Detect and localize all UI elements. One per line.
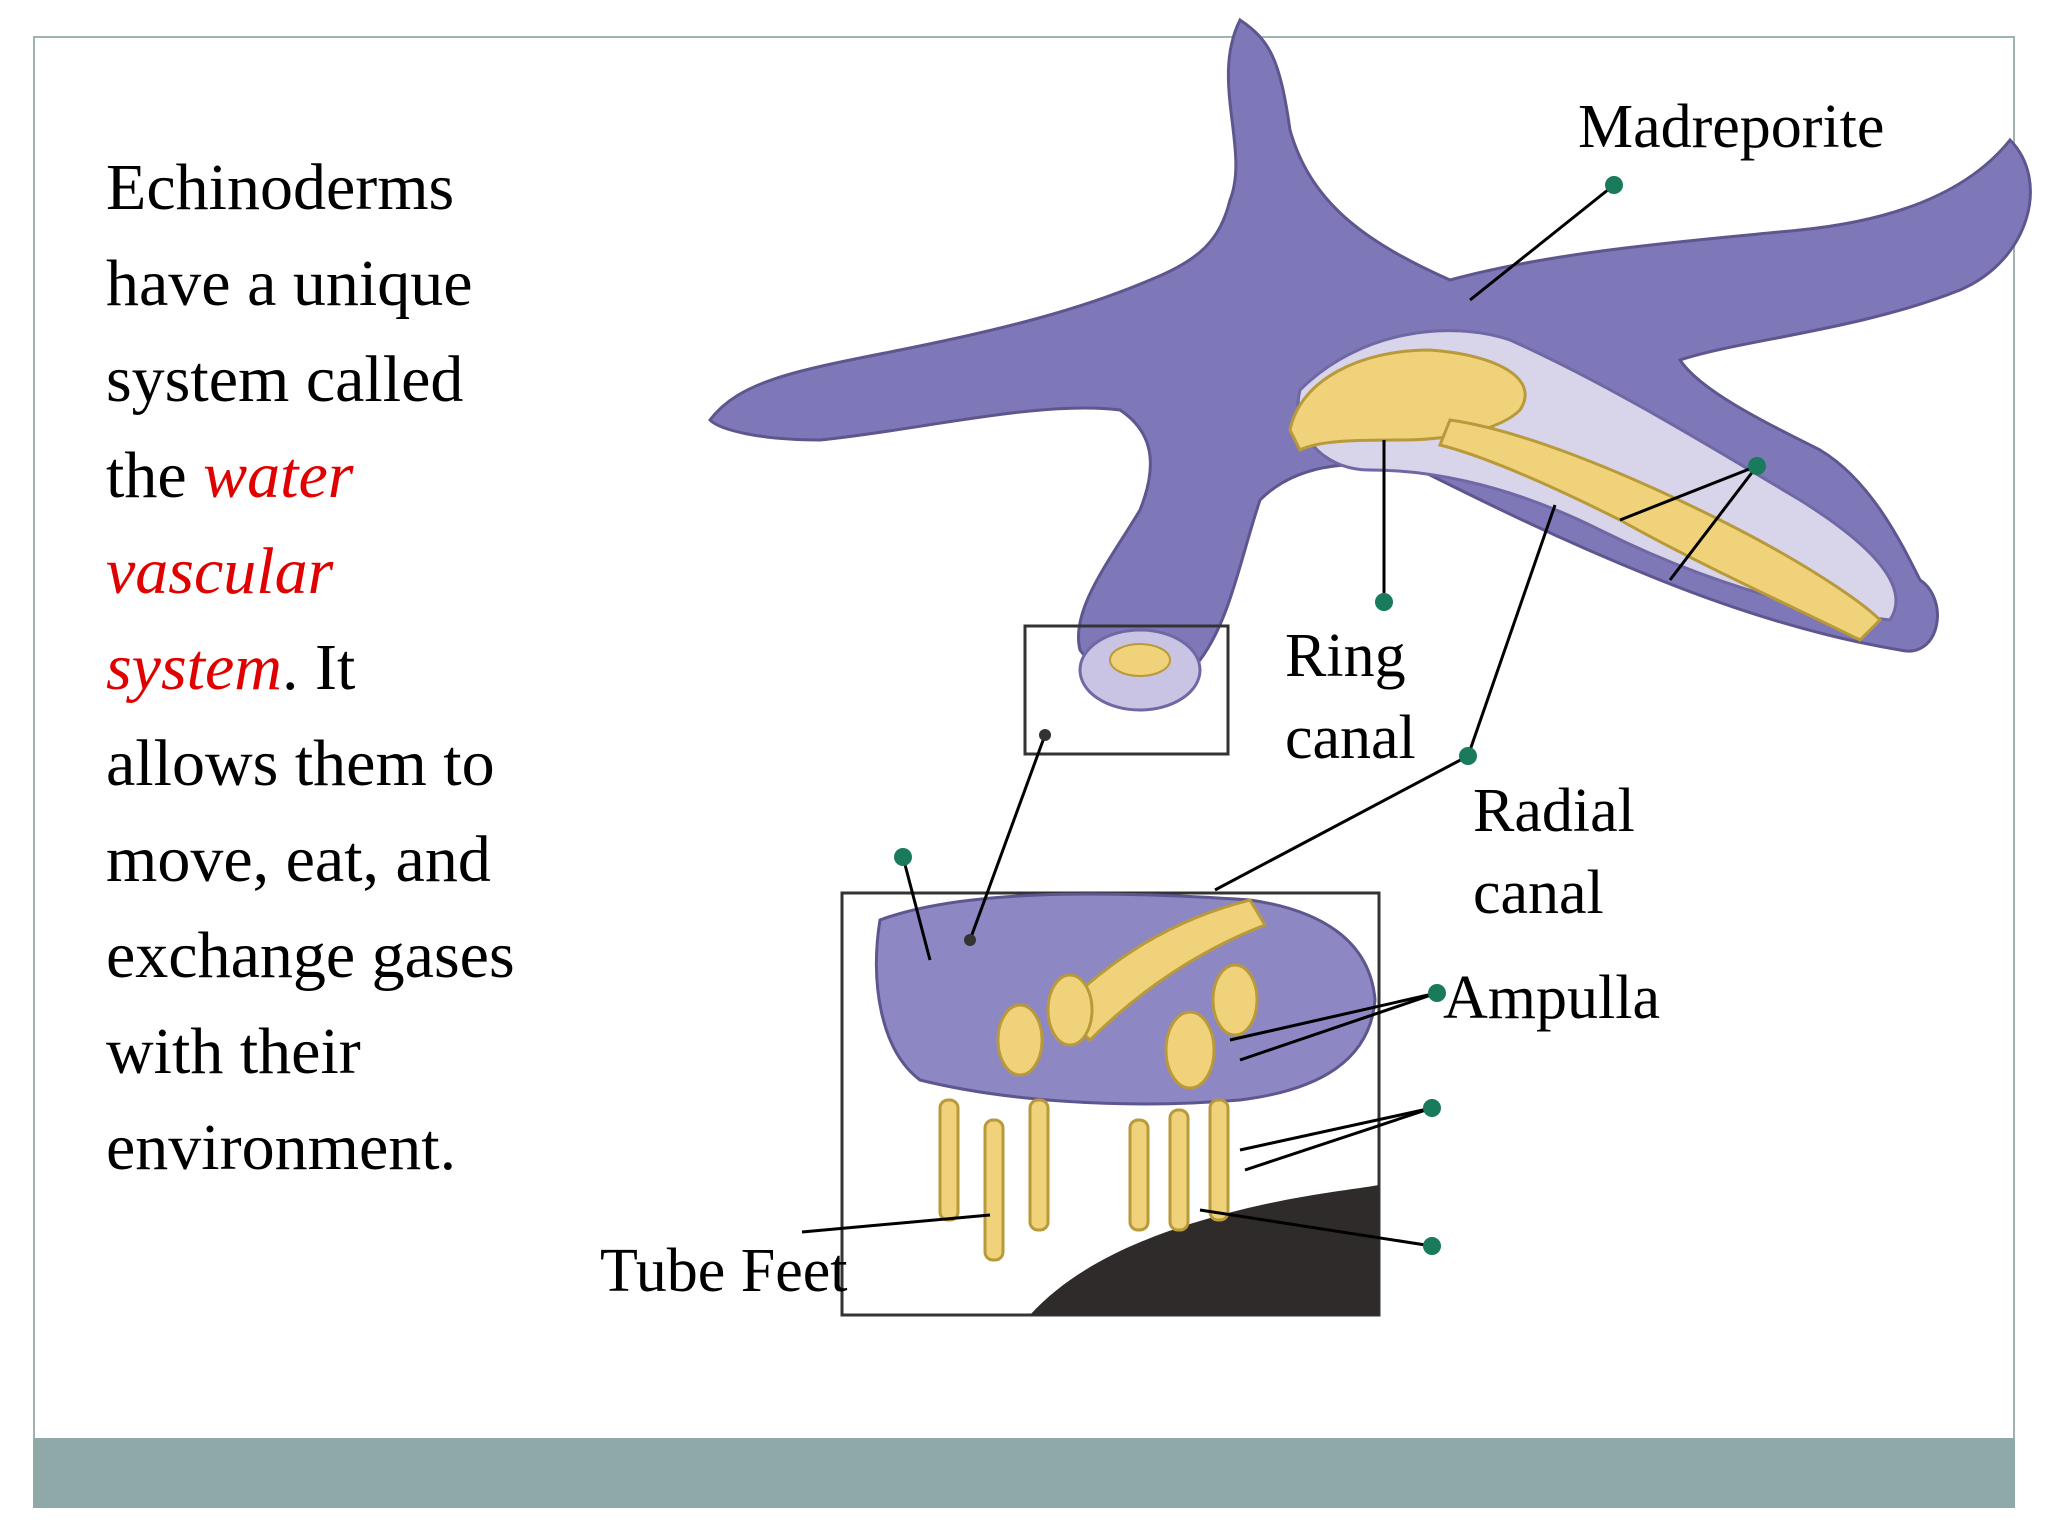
tube-feet-pointer bbox=[801, 1213, 991, 1234]
label-ampulla: Ampulla bbox=[1443, 964, 1660, 1032]
body-line: system. It bbox=[106, 620, 626, 716]
tube-feet-pointer-upper-b bbox=[1244, 1106, 1433, 1172]
pin bbox=[1605, 176, 1623, 194]
connector-dot bbox=[964, 934, 976, 946]
tube-feet-pointer-upper-a bbox=[1239, 1106, 1433, 1152]
body-line: move, eat, and bbox=[106, 823, 491, 896]
tube-foot bbox=[1028, 1098, 1050, 1232]
radial-canal-shape bbox=[1437, 418, 1883, 642]
pin bbox=[894, 848, 912, 866]
emphasis-text: water bbox=[203, 439, 354, 512]
rock-pointer bbox=[1199, 1208, 1433, 1248]
body-line: with their bbox=[106, 1015, 361, 1088]
emphasis-text: system bbox=[106, 631, 282, 704]
radial-canal-pointer-lower bbox=[1214, 754, 1469, 892]
zoom-source-box bbox=[1023, 624, 1230, 756]
inset-top-left-pointer bbox=[901, 856, 932, 961]
tube-foot bbox=[1128, 1118, 1150, 1232]
label-ring-canal-line2: canal bbox=[1285, 704, 1416, 772]
starfish-illustration bbox=[708, 17, 2032, 712]
label-tube-feet: Tube Feet bbox=[600, 1237, 848, 1305]
pointer-lines bbox=[801, 183, 1759, 1248]
radial-canal-pointer-upper bbox=[1466, 504, 1557, 757]
inset-radial-canal bbox=[1057, 898, 1268, 1043]
tube-foot bbox=[938, 1098, 960, 1222]
ampulla-group bbox=[996, 963, 1259, 1090]
connector-dot bbox=[1039, 729, 1051, 741]
pin bbox=[1375, 593, 1393, 611]
pin bbox=[1423, 1099, 1441, 1117]
body-text-span: . It bbox=[281, 631, 356, 704]
pin bbox=[1459, 747, 1477, 765]
inset-enlargement bbox=[840, 891, 1381, 1317]
body-line: exchange gases bbox=[106, 919, 515, 992]
tube-feet-group bbox=[938, 1098, 1230, 1262]
label-radial-canal-line1: Radial bbox=[1473, 777, 1635, 845]
ampulla bbox=[1211, 963, 1259, 1037]
pin bbox=[1748, 457, 1766, 475]
body-line: have a unique bbox=[106, 247, 473, 320]
footer-band bbox=[33, 1438, 2015, 1508]
arm-pointer-b bbox=[1668, 465, 1759, 581]
body-line: Echinoderms bbox=[106, 151, 455, 224]
tube-foot bbox=[1208, 1098, 1230, 1222]
pin bbox=[1428, 984, 1446, 1002]
ampulla bbox=[996, 1003, 1044, 1077]
body-line: the water bbox=[106, 428, 626, 524]
zoom-connector-line bbox=[968, 734, 1047, 941]
tube-foot bbox=[1168, 1108, 1190, 1232]
pin bbox=[1423, 1237, 1441, 1255]
madreporite-pointer bbox=[1469, 183, 1615, 302]
arm-pointer-a bbox=[1619, 464, 1758, 522]
ampulla-pointer-a bbox=[1229, 991, 1438, 1042]
label-madreporite: Madreporite bbox=[1578, 93, 1885, 161]
rock bbox=[1030, 1185, 1379, 1315]
body-text-span: the bbox=[106, 439, 204, 512]
emphasis-text: vascular bbox=[106, 535, 334, 608]
arm-cross-section-canal bbox=[1109, 643, 1171, 677]
label-radial-canal-line2: canal bbox=[1473, 859, 1604, 927]
ampulla bbox=[1164, 1010, 1216, 1090]
body-text: Echinoderms have a unique system called … bbox=[106, 140, 626, 1196]
body-line: allows them to bbox=[106, 727, 495, 800]
pins bbox=[894, 176, 1766, 1255]
ampulla-pointer-b bbox=[1239, 991, 1438, 1062]
ampulla bbox=[1046, 973, 1094, 1047]
tube-foot bbox=[983, 1118, 1005, 1262]
body-line: system called bbox=[106, 343, 464, 416]
label-ring-canal-line1: Ring bbox=[1285, 622, 1406, 690]
body-line: environment. bbox=[106, 1111, 457, 1184]
